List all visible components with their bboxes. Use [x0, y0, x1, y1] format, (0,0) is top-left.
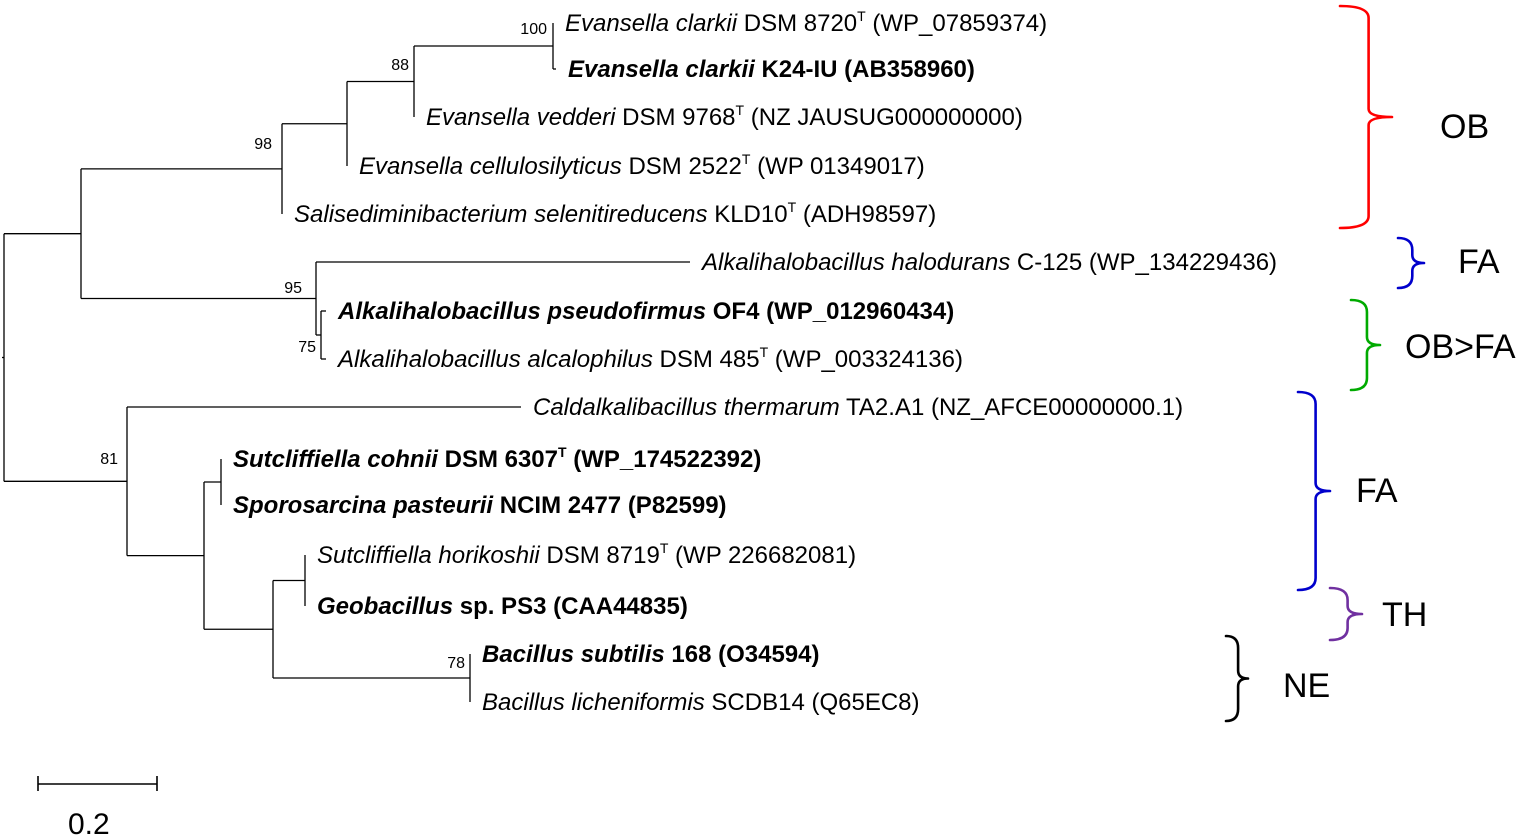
taxon-label-part: OF4 (WP_012960434) [706, 298, 954, 325]
taxon-label-part: TA2.A1 (NZ_AFCE00000000.1) [840, 394, 1183, 421]
taxon-label: Evansella cellulosilyticus DSM 2522T (WP… [359, 151, 925, 180]
taxon-label-part: Sutcliffiella cohnii [233, 446, 439, 473]
taxon-label-part: C-125 (WP_134229436) [1010, 249, 1277, 276]
group-label: FA [1356, 472, 1398, 510]
taxon-label: Caldalkalibacillus thermarum TA2.A1 (NZ_… [533, 394, 1183, 421]
taxon-label-part: Evansella clarkii [565, 10, 738, 37]
bootstrap-value: 75 [298, 339, 316, 356]
group-brace [1349, 298, 1382, 392]
taxon-label-part: SCDB14 (Q65EC8) [705, 689, 920, 716]
type-strain-superscript: T [857, 8, 866, 24]
group-label: OB [1440, 108, 1489, 146]
taxon-label-part: sp. PS3 (CAA44835) [453, 593, 688, 620]
bootstrap-value: 98 [254, 136, 272, 153]
group-brace [1224, 634, 1250, 723]
taxon-label-part: K24-IU (AB358960) [755, 56, 975, 83]
taxon-label-part: (ADH98597) [796, 201, 936, 228]
taxon-label-part: Evansella clarkii [568, 56, 756, 83]
taxon-label-part: (WP_174522392) [567, 446, 762, 473]
taxon-label: Sutcliffiella cohnii DSM 6307T (WP_17452… [233, 444, 761, 473]
taxon-label-part: Bacillus licheniformis [482, 689, 705, 716]
taxon-label-part: Alkalihalobacillus pseudofirmus [337, 298, 706, 325]
taxon-label: Sporosarcina pasteurii NCIM 2477 (P82599… [233, 492, 727, 519]
taxon-label-part: (NZ JAUSUG000000000) [744, 104, 1023, 131]
taxon-label-part: Caldalkalibacillus thermarum [533, 394, 840, 421]
taxon-label-part: 168 (O34594) [665, 641, 820, 668]
taxon-label: Evansella clarkii K24-IU (AB358960) [568, 56, 975, 83]
taxon-label-part: Bacillus subtilis [482, 641, 665, 668]
bootstrap-value: 81 [100, 451, 118, 468]
group-label: TH [1382, 596, 1427, 634]
type-strain-superscript: T [736, 102, 745, 118]
type-strain-superscript: T [660, 540, 669, 556]
taxon-label-part: (WP_003324136) [768, 346, 963, 373]
type-strain-superscript: T [760, 344, 769, 360]
taxon-label-part: (WP 226682081) [668, 542, 856, 569]
group-label: FA [1458, 243, 1500, 281]
taxon-label-part: Sutcliffiella horikoshii [317, 542, 540, 569]
taxon-label: Sutcliffiella horikoshii DSM 8719T (WP 2… [317, 540, 856, 569]
group-label: OB>FA [1405, 328, 1516, 366]
taxon-label-part: Geobacillus [317, 593, 453, 620]
taxon-label-part: KLD10 [708, 201, 788, 228]
taxon-label-part: DSM 9768 [615, 104, 735, 131]
bootstrap-value: 88 [391, 57, 409, 74]
taxon-label-part: DSM 8719 [540, 542, 660, 569]
taxon-label-part: DSM 2522 [622, 153, 742, 180]
bootstrap-value: 100 [520, 21, 547, 38]
type-strain-superscript: T [558, 444, 567, 460]
taxon-label: Evansella vedderi DSM 9768T (NZ JAUSUG00… [426, 102, 1023, 131]
taxon-label-part: Alkalihalobacillus halodurans [700, 249, 1010, 276]
taxon-label-part: Evansella vedderi [426, 104, 616, 131]
taxon-label-part: (WP 01349017) [750, 153, 924, 180]
group-brace [1328, 586, 1364, 642]
taxon-label: Salisediminibacterium selenitireducens K… [294, 199, 936, 228]
taxon-label: Alkalihalobacillus alcalophilus DSM 485T… [336, 344, 963, 373]
taxon-label-part: Alkalihalobacillus alcalophilus [336, 346, 653, 373]
taxon-label-part: (WP_07859374) [866, 10, 1047, 37]
taxon-label: Alkalihalobacillus pseudofirmus OF4 (WP_… [337, 298, 954, 325]
group-brace [1396, 236, 1426, 290]
taxon-label: Alkalihalobacillus halodurans C-125 (WP_… [700, 249, 1277, 276]
scale-bar-label: 0.2 [68, 808, 110, 839]
taxon-label: Bacillus subtilis 168 (O34594) [482, 641, 820, 668]
taxon-label-part: DSM 485 [653, 346, 760, 373]
taxon-label: Geobacillus sp. PS3 (CAA44835) [317, 593, 688, 620]
taxon-label-part: Evansella cellulosilyticus [359, 153, 622, 180]
taxon-label: Bacillus licheniformis SCDB14 (Q65EC8) [482, 689, 920, 716]
type-strain-superscript: T [788, 199, 797, 215]
taxon-label-part: Sporosarcina pasteurii [233, 492, 494, 519]
type-strain-superscript: T [742, 151, 751, 167]
group-brace [1338, 4, 1394, 230]
bootstrap-value: 95 [284, 280, 302, 297]
taxon-label-part: DSM 8720 [737, 10, 857, 37]
taxon-label-part: DSM 6307 [438, 446, 558, 473]
group-brace [1296, 390, 1332, 592]
group-label: NE [1283, 667, 1330, 705]
taxon-label-part: NCIM 2477 (P82599) [493, 492, 726, 519]
taxon-label: Evansella clarkii DSM 8720T (WP_07859374… [565, 8, 1047, 37]
bootstrap-value: 78 [447, 655, 465, 672]
taxon-label-part: Salisediminibacterium selenitireducens [294, 201, 708, 228]
